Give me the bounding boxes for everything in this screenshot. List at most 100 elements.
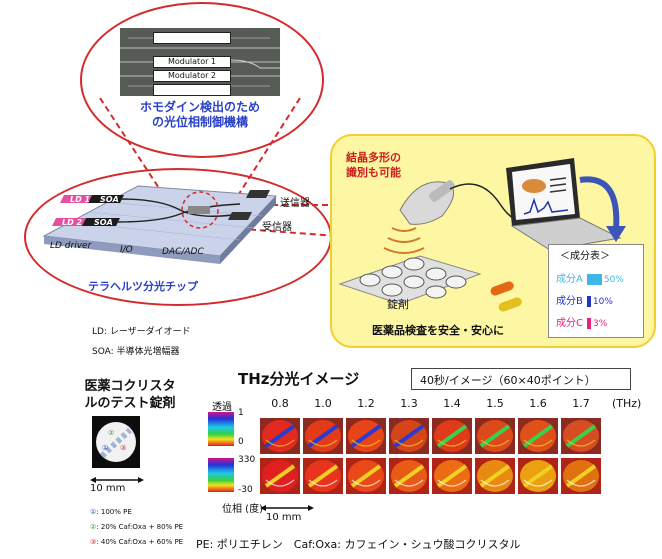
legend-text: : 40% Caf:Oxa + 60% PE [96, 538, 184, 546]
colorbars [208, 412, 234, 492]
transmission-max: 1 [238, 408, 244, 418]
thz-unit-label: (THz) [612, 397, 642, 410]
soa1-label: SOA [100, 195, 119, 204]
laptop-screen [512, 164, 575, 220]
scanner-handle [428, 180, 456, 202]
tablet-label: 錠剤 [387, 298, 409, 311]
ld-driver-label: LD driver [50, 241, 93, 251]
phase-colorbar [208, 458, 234, 492]
waveguide [119, 198, 241, 217]
modulator-1-box: Modulator 1 [153, 56, 231, 68]
legend-number: ③ [90, 538, 97, 546]
legend-number: ② [90, 523, 97, 531]
phase-image [389, 458, 429, 494]
frequency-label: 1.2 [357, 397, 375, 410]
frequency-label: 1.7 [572, 397, 590, 410]
tablet-legend-row: ②: 20% Caf:Oxa + 80% PE [90, 523, 183, 531]
thz-wave [391, 227, 417, 232]
chip-micrograph: Modulator 1 Modulator 2 [120, 28, 280, 96]
component-name: 成分B [556, 296, 583, 307]
component-bar [586, 317, 591, 329]
component-bar [586, 273, 602, 285]
phase-image [346, 458, 386, 494]
legend-text: : 100% PE [96, 508, 132, 516]
legend-text: : 20% Caf:Oxa + 80% PE [96, 523, 184, 531]
transmission-image [389, 418, 429, 454]
phase-image [303, 458, 343, 494]
leader-line [99, 97, 171, 206]
acquisition-speed-text: 40秒/イメージ（60×40ポイント） [420, 374, 596, 387]
component-table [548, 244, 644, 338]
modulator-strip [153, 84, 231, 96]
transmission-image [561, 418, 601, 454]
receiver-module [228, 212, 252, 220]
note-line: 識別も可能 [346, 166, 401, 179]
arrow-head [606, 226, 626, 242]
component-percent: 3% [592, 319, 608, 329]
thz-wave [383, 247, 425, 254]
spectrum-trace [523, 197, 569, 215]
detail-circle [181, 191, 219, 229]
phase-control-caption: ホモダイン検出のため の光位相制御機構 [110, 100, 290, 130]
ld-legend: LD: レーザーダイオード [92, 327, 191, 337]
thz-wave [387, 237, 421, 243]
component-table-title: ＜成分表＞ [560, 251, 610, 262]
image-scale-label: 10 mm [266, 512, 302, 523]
frequency-label: 1.5 [486, 397, 504, 410]
component-percent: 10% [592, 297, 613, 307]
tablet-legend-row: ①: 100% PE [90, 508, 132, 516]
component-row: 成分A 50% [556, 270, 624, 285]
chip-caption: テラヘルツ分光チップ [88, 280, 198, 293]
ld1-label: LD 1 [70, 195, 90, 204]
transmission-image [303, 418, 343, 454]
modulator-element [188, 206, 210, 214]
transmitter-module [246, 190, 270, 198]
chip-substrate-edge [220, 196, 276, 264]
modulator-strip [153, 32, 231, 44]
component-percent: 50% [603, 275, 624, 285]
svg-text:③: ③ [120, 444, 126, 452]
frequency-label: 1.4 [443, 397, 461, 410]
soa-legend: SOA: 半導体光増幅器 [92, 347, 180, 357]
transmission-image [518, 418, 558, 454]
tablet-scale-bar [90, 477, 144, 483]
arrow-to-table [579, 176, 620, 231]
acquisition-speed-box [411, 368, 631, 390]
receiver-label: 受信器 [262, 221, 292, 233]
ld1-block [60, 195, 92, 203]
transmission-image [432, 418, 472, 454]
application-illustration [338, 158, 626, 312]
dac-adc-label: DAC/ADC [162, 247, 204, 257]
component-name: 成分C [556, 318, 583, 329]
transmission-image [475, 418, 515, 454]
laptop-base [510, 217, 622, 251]
frequency-label: 1.3 [400, 397, 418, 410]
capsule [498, 297, 522, 312]
phase-label: 位相 (度) [222, 504, 263, 515]
tablet-legend-row: ③: 40% Caf:Oxa + 60% PE [90, 538, 183, 546]
inspection-text: 医薬品検査を安全・安心に [372, 324, 504, 337]
polymorph-note: 結晶多形の 識別も可能 [346, 150, 401, 180]
component-name: 成分A [556, 274, 583, 285]
io-label: I/O [120, 245, 133, 255]
svg-text:②: ② [108, 429, 114, 437]
title-line: 医薬コクリスタ [84, 379, 176, 394]
capsule [490, 281, 514, 296]
ld2-label: LD 2 [62, 218, 83, 227]
phase-image [475, 458, 515, 494]
caption-line: の光位相制御機構 [151, 115, 248, 129]
svg-text:①: ① [102, 444, 108, 452]
phase-max: 330 [238, 455, 256, 465]
thz-imaging-title: THz分光イメージ [238, 370, 360, 388]
modulator-2-box: Modulator 2 [153, 70, 231, 82]
legend-number: ① [90, 508, 97, 516]
soa2-block [82, 218, 120, 226]
phase-image [561, 458, 601, 494]
note-line: 結晶多形の [346, 151, 401, 164]
phase-image [432, 458, 472, 494]
component-bar [586, 295, 591, 307]
image-scale-bar [260, 505, 314, 511]
ld2-block [52, 218, 86, 226]
